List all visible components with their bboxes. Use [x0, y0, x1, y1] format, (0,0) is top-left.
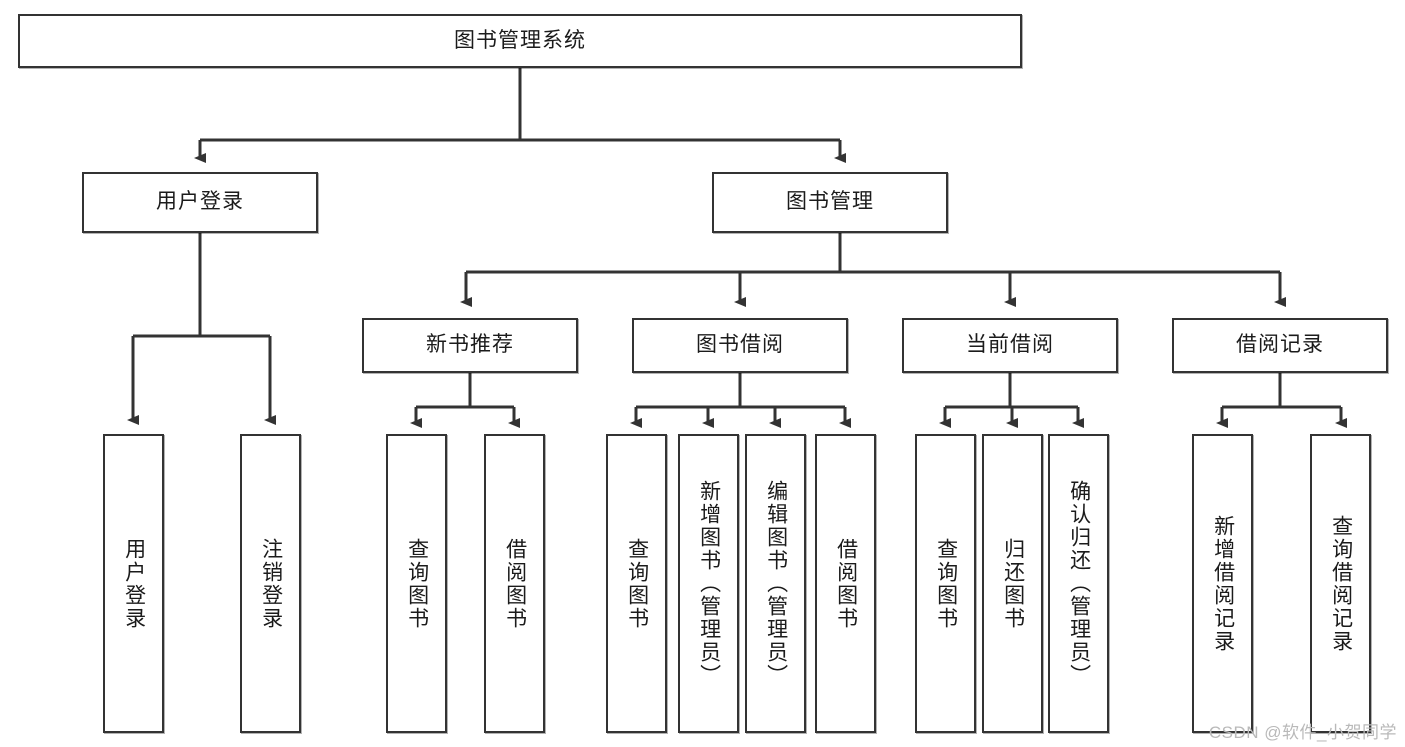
node-label: 编辑图书（管理员）	[764, 480, 788, 687]
node-label: 新增图书（管理员）	[697, 480, 721, 687]
node-current-borrow[interactable]: 当前借阅	[902, 318, 1118, 373]
node-book-management[interactable]: 图书管理	[712, 172, 948, 233]
node-label: 归还图书	[1001, 537, 1025, 630]
node-label: 查询图书	[405, 537, 429, 630]
leaf-recommend-borrow-book[interactable]: 借阅图书	[484, 434, 545, 733]
node-label: 当前借阅	[966, 333, 1054, 357]
leaf-current-query-book[interactable]: 查询图书	[915, 434, 976, 733]
node-label: 用户登录	[156, 190, 244, 214]
node-label: 查询借阅记录	[1329, 514, 1353, 653]
node-label: 确认归还（管理员）	[1067, 480, 1091, 687]
node-label: 借阅图书	[503, 537, 527, 630]
node-label: 注销登录	[259, 537, 283, 630]
leaf-current-confirm-return-admin[interactable]: 确认归还（管理员）	[1048, 434, 1109, 733]
leaf-record-query-borrow-record[interactable]: 查询借阅记录	[1310, 434, 1371, 733]
node-label: 借阅图书	[834, 537, 858, 630]
leaf-user-login-logout[interactable]: 注销登录	[240, 434, 301, 733]
node-label: 新书推荐	[426, 333, 514, 357]
leaf-borrow-edit-book-admin[interactable]: 编辑图书（管理员）	[745, 434, 806, 733]
node-book-borrow[interactable]: 图书借阅	[632, 318, 848, 373]
node-label: 用户登录	[122, 537, 146, 630]
leaf-borrow-query-book[interactable]: 查询图书	[606, 434, 667, 733]
node-label: 借阅记录	[1236, 333, 1324, 357]
leaf-recommend-query-book[interactable]: 查询图书	[386, 434, 447, 733]
node-new-book-recommend[interactable]: 新书推荐	[362, 318, 578, 373]
node-label: 图书借阅	[696, 333, 784, 357]
node-user-login[interactable]: 用户登录	[82, 172, 318, 233]
node-root-book-management-system[interactable]: 图书管理系统	[18, 14, 1022, 68]
leaf-user-login-login[interactable]: 用户登录	[103, 434, 164, 733]
node-borrow-record[interactable]: 借阅记录	[1172, 318, 1388, 373]
node-label: 图书管理系统	[454, 28, 586, 52]
leaf-current-return-book[interactable]: 归还图书	[982, 434, 1043, 733]
leaf-borrow-add-book-admin[interactable]: 新增图书（管理员）	[678, 434, 739, 733]
leaf-record-add-borrow-record[interactable]: 新增借阅记录	[1192, 434, 1253, 733]
node-label: 新增借阅记录	[1211, 514, 1235, 653]
watermark: CSDN @软件_小贺同学	[1208, 723, 1397, 742]
node-label: 查询图书	[625, 537, 649, 630]
node-label: 查询图书	[934, 537, 958, 630]
leaf-borrow-borrow-book[interactable]: 借阅图书	[815, 434, 876, 733]
node-label: 图书管理	[786, 190, 874, 214]
